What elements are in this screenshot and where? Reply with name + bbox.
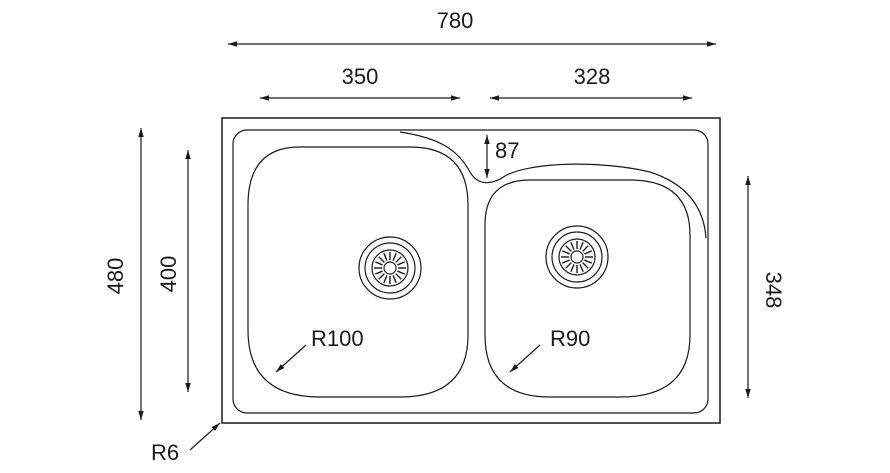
drain-slot — [561, 259, 570, 264]
leader-left-bowl-radius — [275, 344, 307, 373]
drain-slot — [395, 256, 402, 263]
drain-slot — [561, 250, 570, 255]
drain-slot — [565, 245, 572, 252]
drain-slot — [383, 252, 388, 261]
dim-label-right-bowl-height: 348 — [761, 272, 786, 309]
label-left-bowl-radius: R100 — [311, 326, 364, 351]
drain-slot — [378, 256, 385, 263]
left-bowl — [247, 146, 469, 398]
drain-slot — [582, 262, 589, 269]
drain-slot — [582, 245, 589, 252]
drain-slot — [565, 262, 572, 269]
dim-label-left-bowl-width: 350 — [342, 64, 379, 89]
leader-right-bowl-radius — [509, 344, 541, 373]
dim-label-overall-width: 780 — [437, 8, 474, 33]
label-right-bowl-radius: R90 — [550, 326, 590, 351]
drain-slot — [570, 264, 575, 273]
drain-slot — [392, 252, 397, 261]
drain-slot — [383, 275, 388, 284]
divider-curve — [399, 131, 707, 239]
drain-slot — [378, 273, 385, 280]
label-corner-radius: R6 — [151, 440, 179, 465]
drain-slot — [392, 275, 397, 284]
drain-slot — [584, 250, 593, 255]
drain-slot — [395, 273, 402, 280]
drain-slot — [584, 259, 593, 264]
left-drain — [358, 236, 422, 300]
sink-rim — [232, 129, 709, 414]
dim-label-left-bowl-height: 400 — [156, 256, 181, 293]
drain-slot — [397, 261, 406, 266]
drain-slot — [397, 270, 406, 275]
drain-slot — [579, 264, 584, 273]
drain-slot — [374, 270, 383, 275]
drain-slot — [570, 241, 575, 250]
dim-label-overall-height: 480 — [103, 258, 128, 295]
drain-slot — [579, 241, 584, 250]
right-bowl — [484, 179, 691, 398]
dim-label-rim-depth: 87 — [495, 138, 519, 163]
drain-slot — [374, 261, 383, 266]
sink-outline — [221, 117, 721, 424]
right-drain — [545, 225, 609, 289]
dim-label-right-bowl-width: 328 — [574, 64, 611, 89]
leader-corner-radius — [189, 422, 221, 451]
